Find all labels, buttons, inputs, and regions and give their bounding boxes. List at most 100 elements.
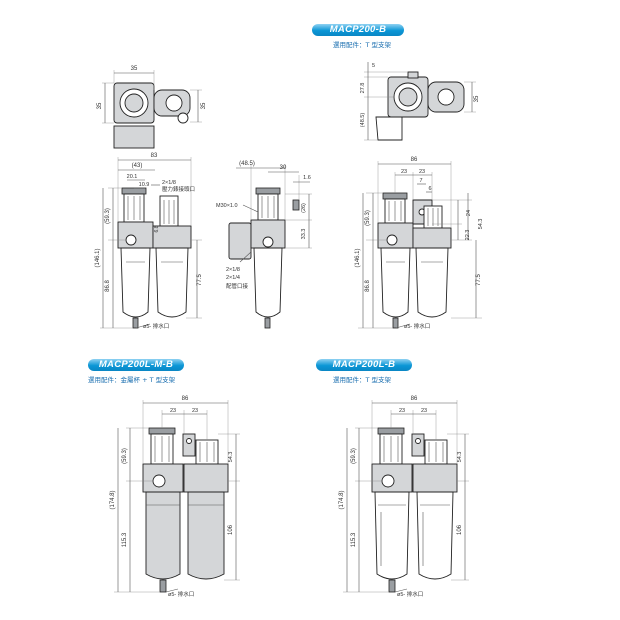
m-gauge-port <box>152 474 166 488</box>
dim-bf-86-8: 86.8 <box>365 280 371 292</box>
label-fv-drain: ø5- 排水口 <box>143 322 169 330</box>
fv-lubricator-bowl <box>155 247 189 318</box>
label-sv-m30: M30×1.0 <box>216 203 238 209</box>
top-view-lubricator-cap <box>165 94 183 112</box>
dim-tv-35-top: 35 <box>131 66 138 72</box>
dim-l-115-3: 115.3 <box>351 532 357 547</box>
dim-bf-54-3: 54.3 <box>478 219 484 230</box>
sv-gauge-port <box>262 236 274 248</box>
fv-filter-bowl <box>120 247 151 318</box>
sv-side-port-block <box>228 222 252 260</box>
dim-m-23b: 23 <box>192 408 198 414</box>
label-l-drain: ø5- 排水口 <box>397 590 423 598</box>
dim-l-86: 86 <box>411 396 418 402</box>
dim-sv-33-3: 33.3 <box>301 229 307 240</box>
dim-fv-86-8: 86.8 <box>105 280 111 292</box>
m-lubricator-body <box>183 463 229 493</box>
dim-bf-146-1: (146.1) <box>355 248 361 267</box>
dim-fv-10-9: 10.9 <box>139 182 150 188</box>
bf-filter-body <box>377 222 414 249</box>
label-sv-thread-18: 2×1/8 <box>226 267 240 273</box>
fv-knob-top <box>121 187 147 195</box>
label-bf-drain: ø5- 排水口 <box>404 322 430 330</box>
dim-sv-26: (26) <box>301 203 307 213</box>
label-sv-thread-14: 2×1/4 <box>226 275 240 281</box>
m-drain <box>159 579 167 593</box>
l-gauge-port <box>381 474 395 488</box>
dim-m-106: 106 <box>228 524 234 535</box>
dim-fv-146-1: (146.1) <box>95 248 101 267</box>
dim-l-54-3: 54.3 <box>457 452 463 463</box>
dim-l-106: 106 <box>457 524 463 535</box>
dim-m-115-3: 115.3 <box>122 532 128 547</box>
sv-knob-top <box>255 187 281 195</box>
dim-m-86: 86 <box>182 396 189 402</box>
m-knob-top <box>148 427 176 435</box>
bf-lubricator-bowl <box>415 247 449 318</box>
dim-fv-83: 83 <box>151 153 158 159</box>
dim-fv-43: (43) <box>132 163 143 169</box>
dim-b-35: 35 <box>474 95 480 102</box>
dim-fv-77-5: 77.5 <box>197 274 203 286</box>
l-lubricator-body <box>412 463 458 493</box>
dim-sv-1-6: 1.6 <box>303 175 311 181</box>
dim-b-5: 5 <box>372 63 375 69</box>
m-t-bracket <box>182 433 196 457</box>
subtitle-macp200l-b: 選用配件：T 型支架 <box>333 376 392 384</box>
label-sv-piping-port: 配管口接 <box>226 282 249 290</box>
bracket-front-view: 86 23 23 7 6 24 22.3 54.3 77.5 <box>355 157 484 330</box>
dim-fv-6-8: 6.8 <box>154 225 160 232</box>
bf-drain <box>392 317 399 329</box>
dim-bf-23a: 23 <box>401 169 407 175</box>
front-view: 83 (43) 20.1 10.9 2×1/8 壓力錶接頭口 6.8 (59.3… <box>95 153 203 330</box>
dim-bf-6: 6 <box>428 186 431 192</box>
side-view: (48.5) 30 1.6 (26) 33.3 M30×1.0 2×1/8 2×… <box>216 161 312 329</box>
bf-filter-bowl <box>380 247 411 318</box>
dim-bf-24: 24 <box>466 210 472 216</box>
dim-b-48-5: (48.5) <box>360 113 366 128</box>
dim-m-59-3: (59.3) <box>122 448 128 464</box>
dim-bf-59-3: (59.3) <box>365 210 371 226</box>
dim-m-174-8: (174.8) <box>110 490 116 509</box>
dim-bf-77-5: 77.5 <box>476 274 482 286</box>
b-top-bracket-plate <box>375 116 403 141</box>
dim-fv-59-3: (59.3) <box>105 208 111 224</box>
m-metal-bowl-lubricator <box>187 491 225 580</box>
title-badge-macp200l-m-b: MACP200L-M-B <box>88 359 184 371</box>
dim-m-23a: 23 <box>170 408 176 414</box>
bracket-top-view: 5 27.8 (48.5) 35 <box>360 62 480 141</box>
top-view: 35 35 35 <box>97 66 207 149</box>
label-fv-gauge-port: 壓力錶接頭口 <box>162 185 195 193</box>
bf-lubricator-body <box>412 227 452 249</box>
dim-tv-35-left: 35 <box>97 102 103 109</box>
top-view-bore-inner <box>124 93 144 113</box>
title-badge-macp200l-b: MACP200L-B <box>316 359 412 371</box>
dim-fv-20-1: 20.1 <box>127 174 138 180</box>
dim-l-23a: 23 <box>399 408 405 414</box>
dim-l-174-8: (174.8) <box>339 490 345 509</box>
l-knob-top <box>377 427 405 435</box>
fv-filter-body <box>117 221 154 249</box>
label-m-drain: ø5- 排水口 <box>168 590 194 598</box>
dim-m-54-3: 54.3 <box>228 452 234 463</box>
l-bowl-filter <box>374 491 410 580</box>
dim-bf-7: 7 <box>419 178 422 184</box>
m-bracket-hole <box>186 438 192 444</box>
bf-knob-top <box>382 192 408 200</box>
bf-gauge-port <box>386 234 398 246</box>
l-bowl-lubricator <box>416 491 454 580</box>
l-t-bracket <box>411 433 425 457</box>
dim-tv-35-right: 35 <box>201 102 207 109</box>
sv-bowl <box>253 247 283 318</box>
dim-sv-48-5: (48.5) <box>239 161 255 167</box>
m-metal-bowl-filter <box>145 491 181 580</box>
b-top-bore-inner <box>398 87 418 107</box>
dim-l-59-3: (59.3) <box>351 448 357 464</box>
subtitle-macp200l-m-b: 選用配件：金屬杯 + T 型支架 <box>88 376 176 384</box>
dim-bf-23b: 23 <box>419 169 425 175</box>
b-top-bracket-tab <box>407 71 419 79</box>
title-badge-macp200b: MACP200-B <box>312 24 404 36</box>
dim-b-27-8: 27.8 <box>360 83 366 94</box>
dim-sv-30: 30 <box>280 165 287 171</box>
